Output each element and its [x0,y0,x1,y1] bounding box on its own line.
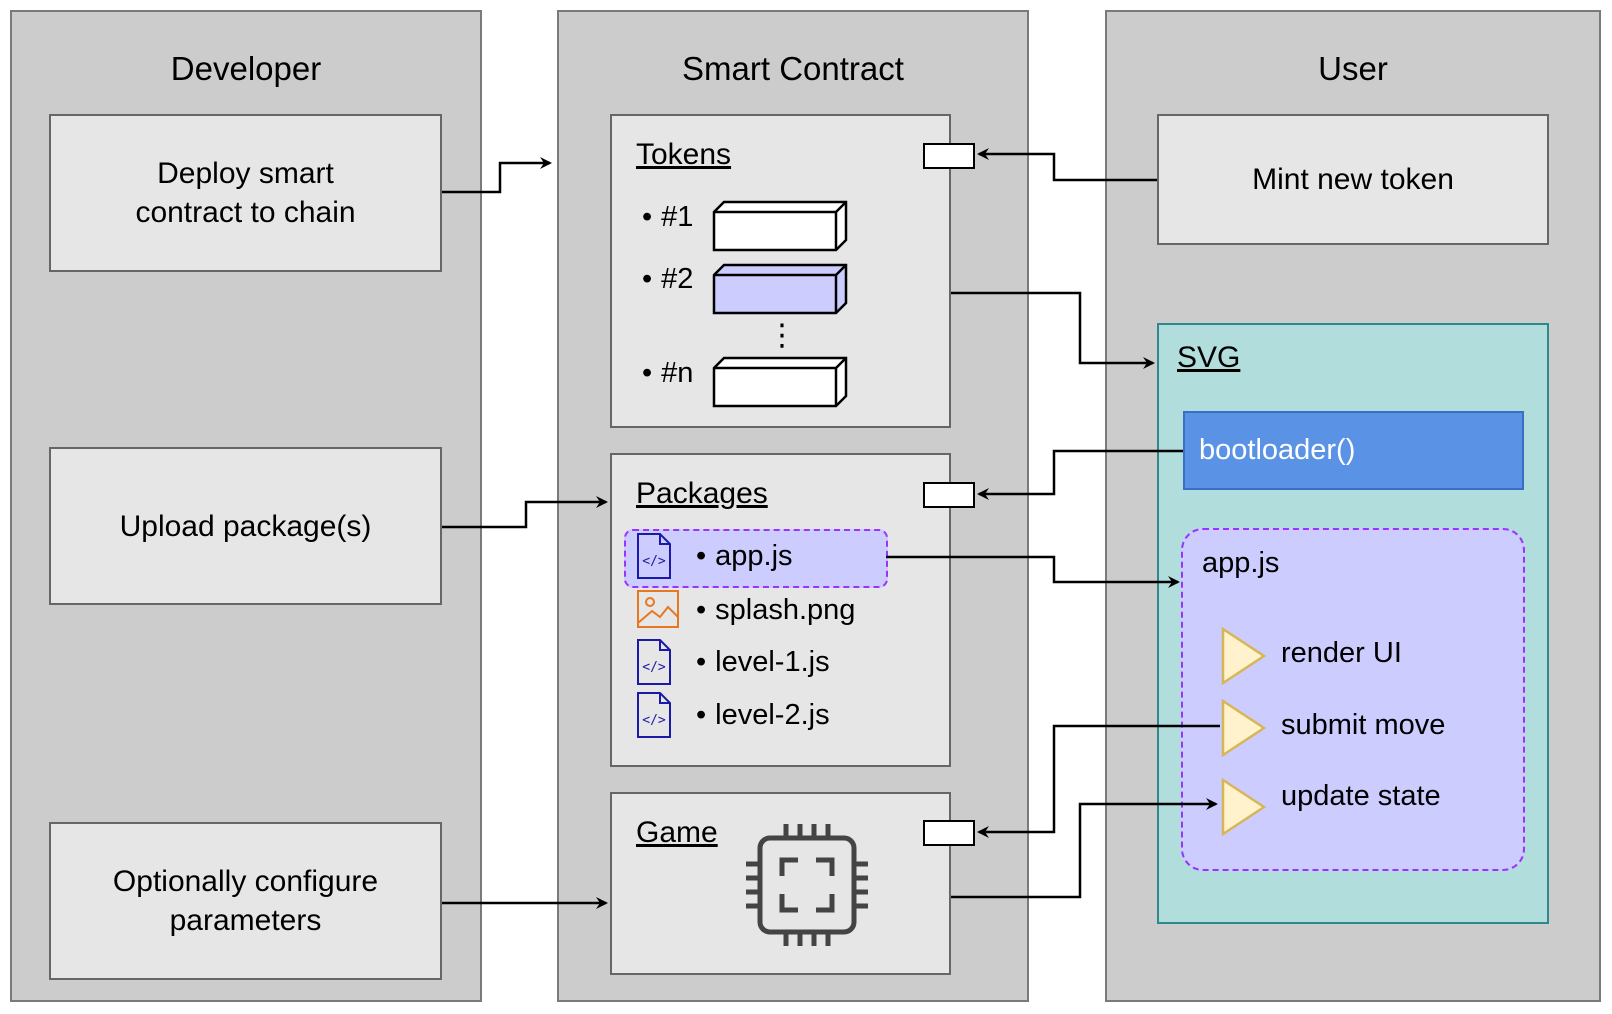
tokens-container: Tokens #1 #2 ⋮ #n [610,114,975,428]
game-port [923,820,975,846]
packages-container: Packages </> app.js splash.png </> level… [610,453,975,767]
token-item-n: #n [642,356,693,390]
step-update-state: update state [1281,780,1441,812]
svg-text:</>: </> [642,713,666,728]
play-triangle-icon [1221,778,1267,836]
configure-parameters-box: Optionally configure parameters [49,822,442,980]
token-item-1: #1 [642,200,693,234]
token-ellipsis: ⋮ [767,319,797,352]
user-lane-title: User [1318,50,1388,87]
image-file-icon [637,590,679,628]
package-file-level2-label: level-2.js [696,699,830,731]
code-file-icon: </> [637,639,671,685]
deploy-line-2: contract to chain [135,196,356,229]
package-file-splash: splash.png [696,593,855,627]
upload-packages-box: Upload package(s) [49,447,442,605]
upload-packages-label: Upload package(s) [119,509,372,543]
appjs-runtime-title: app.js [1202,547,1280,579]
cpu-chip-icon [746,824,868,946]
token-n-label: #n [642,357,693,389]
svg-text:</>: </> [642,554,666,569]
token-2-label: #2 [642,263,693,295]
bootloader-block: bootloader() [1183,411,1524,490]
svg-text:</>: </> [642,660,666,675]
package-file-level1: level-1.js [696,645,830,679]
token-1-label: #1 [642,201,693,233]
packages-title: Packages [636,477,768,510]
play-triangle-icon [1221,699,1267,757]
token-item-2: #2 [642,262,693,296]
mint-token-box: Mint new token [1157,114,1549,245]
developer-lane-title: Developer [170,50,322,87]
step-submit-move: submit move [1281,709,1446,741]
deploy-contract-box: Deploy smart contract to chain [49,114,442,272]
code-file-icon: </> [637,533,671,579]
svg-title: SVG [1177,341,1241,374]
packages-port [923,482,975,508]
configure-line-1: Optionally configure [112,865,379,898]
deploy-line-1: Deploy smart [157,157,334,190]
configure-line-2: parameters [169,904,322,937]
package-file-splash-label: splash.png [696,594,855,626]
smart-contract-lane-title: Smart Contract [682,50,904,87]
tokens-title: Tokens [636,138,732,171]
step-render-ui: render UI [1281,637,1402,669]
package-file-appjs-label: app.js [696,540,793,572]
appjs-runtime-box: app.js render UI submit move update stat… [1181,528,1525,871]
play-triangle-icon [1221,627,1267,685]
token-block-icon-2 [712,263,848,315]
mint-token-label: Mint new token [1252,163,1454,196]
package-file-level1-label: level-1.js [696,646,830,678]
game-container: Game [610,792,975,975]
token-block-icon-1 [712,200,848,252]
code-file-icon: </> [637,692,671,738]
package-file-appjs: app.js [696,539,793,573]
tokens-port [923,143,975,169]
package-file-level2: level-2.js [696,698,830,732]
game-title: Game [636,816,718,849]
token-block-icon-n [712,356,848,408]
